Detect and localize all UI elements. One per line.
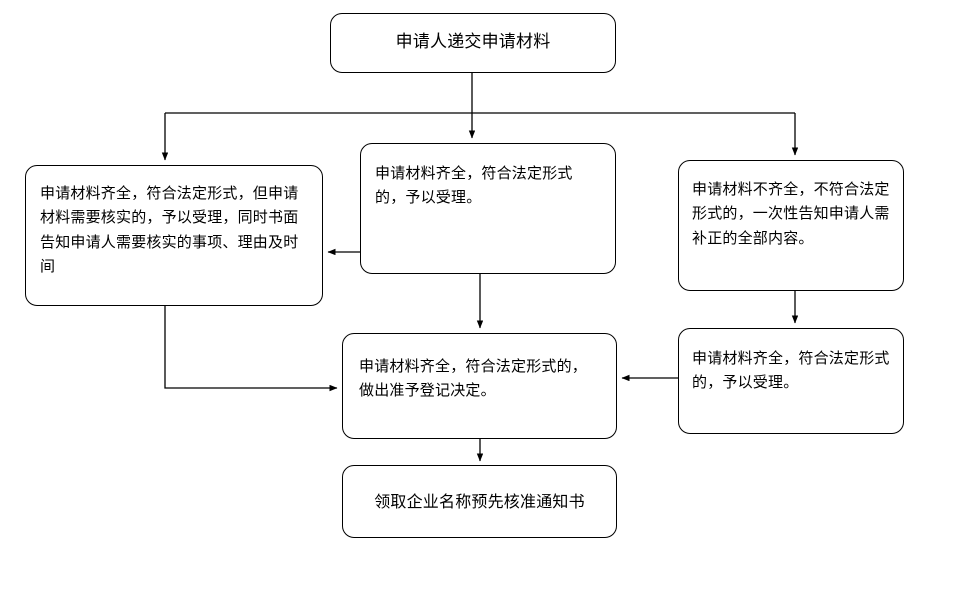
node-submit-application[interactable]: 申请人递交申请材料 bbox=[330, 13, 616, 73]
node-accept-after-correction[interactable]: 申请材料齐全，符合法定形式的，予以受理。 bbox=[678, 328, 904, 434]
node-incomplete-materials[interactable]: 申请材料不齐全，不符合法定形式的，一次性告知申请人需补正的全部内容。 bbox=[678, 160, 904, 291]
node-registration-decision-label: 申请材料齐全，符合法定形式的，做出准予登记决定。 bbox=[359, 357, 588, 400]
edge-submit-trunk bbox=[165, 73, 795, 114]
node-registration-decision[interactable]: 申请材料齐全，符合法定形式的，做出准予登记决定。 bbox=[342, 333, 617, 439]
node-accept-application-label: 申请材料齐全，符合法定形式的，予以受理。 bbox=[375, 164, 573, 207]
node-complete-needs-verification[interactable]: 申请材料齐全，符合法定形式，但申请材料需要核实的，予以受理，同时书面告知申请人需… bbox=[25, 165, 323, 306]
node-complete-needs-verification-label: 申请材料齐全，符合法定形式，但申请材料需要核实的，予以受理，同时书面告知申请人需… bbox=[40, 184, 299, 275]
node-receive-notice[interactable]: 领取企业名称预先核准通知书 bbox=[342, 465, 617, 538]
node-receive-notice-label: 领取企业名称预先核准通知书 bbox=[374, 491, 585, 511]
node-incomplete-materials-label: 申请材料不齐全，不符合法定形式的，一次性告知申请人需补正的全部内容。 bbox=[692, 180, 890, 247]
node-submit-application-label: 申请人递交申请材料 bbox=[395, 32, 551, 53]
node-accept-application[interactable]: 申请材料齐全，符合法定形式的，予以受理。 bbox=[360, 143, 616, 274]
node-accept-after-correction-label: 申请材料齐全，符合法定形式的，予以受理。 bbox=[692, 349, 890, 392]
edge-verify-to-decision bbox=[164, 306, 338, 392]
